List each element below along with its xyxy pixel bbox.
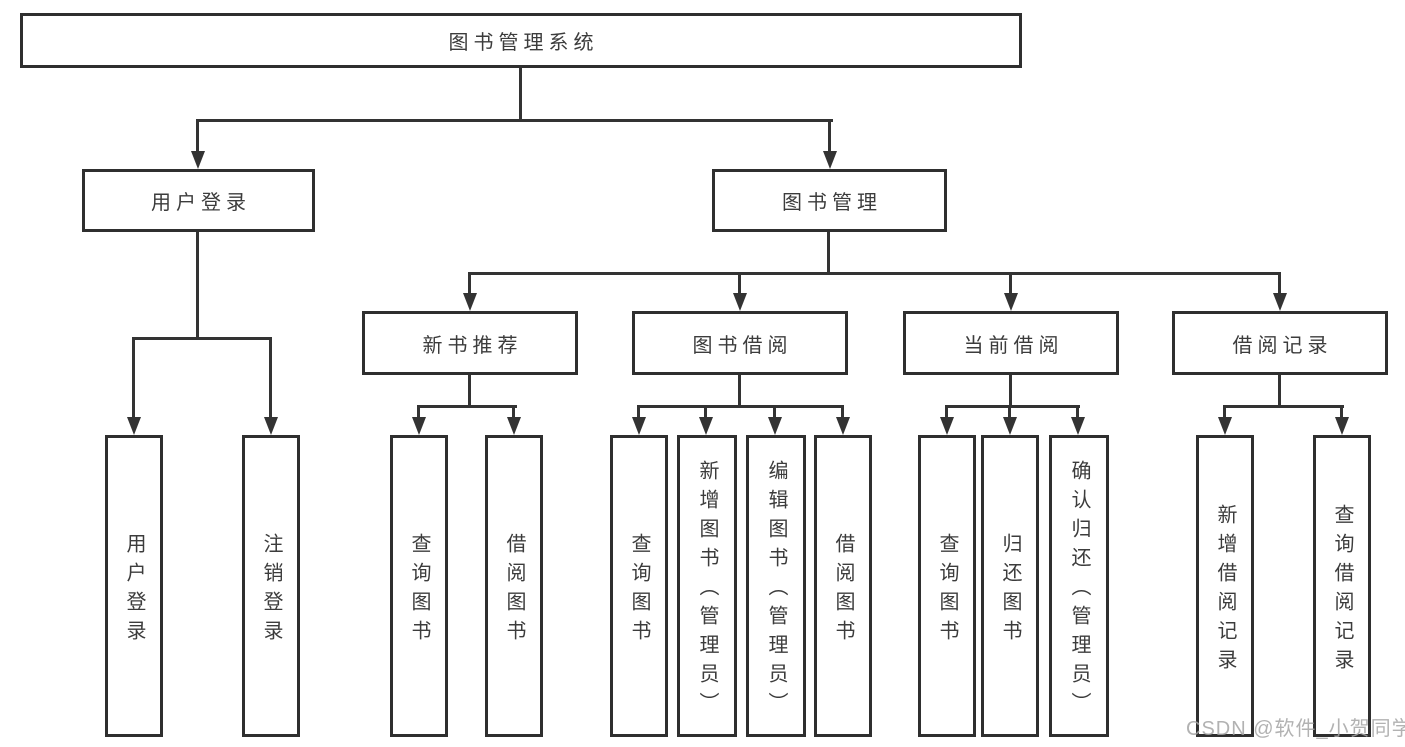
arrowhead-bb-borrow	[836, 417, 850, 435]
node-current-borrow-label: 当前借阅	[963, 334, 1064, 357]
arrowhead-new-book-recommend	[463, 293, 477, 311]
leaf-user-login-label: 用户登录	[123, 532, 145, 649]
connector-drop-br-add	[1223, 405, 1226, 418]
connector-new-book-recommend-rail	[417, 405, 517, 408]
node-root-system: 图书管理系统	[20, 13, 1022, 68]
connector-drop-nbr-query	[417, 405, 420, 418]
arrowhead-bb-query	[632, 417, 646, 435]
leaf-bb-query-books: 查询图书	[610, 435, 668, 737]
arrowhead-current-borrow	[1004, 293, 1018, 311]
connector-current-borrow-stem	[1009, 375, 1012, 405]
connector-drop-bb-edit	[773, 405, 776, 418]
connector-root-rail	[196, 119, 833, 122]
arrowhead-cb-confirm	[1071, 417, 1085, 435]
leaf-br-query-record: 查询借阅记录	[1313, 435, 1371, 737]
connector-level3-rail	[468, 272, 1281, 275]
leaf-bb-add-books-admin: 新增图书（管理员）	[677, 435, 737, 737]
leaf-br-add-record-label: 新增借阅记录	[1214, 503, 1236, 678]
leaf-user-login: 用户登录	[105, 435, 163, 737]
leaf-logout-label: 注销登录	[260, 532, 282, 649]
node-current-borrow: 当前借阅	[903, 311, 1119, 375]
node-user-login: 用户登录	[82, 169, 315, 232]
connector-drop-leaf-login	[132, 337, 135, 418]
leaf-cb-confirm-return-admin: 确认归还（管理员）	[1049, 435, 1109, 737]
connector-user-login-rail	[132, 337, 272, 340]
leaf-bb-edit-books-admin: 编辑图书（管理员）	[746, 435, 806, 737]
connector-user-login-stem	[196, 232, 199, 337]
connector-new-book-recommend-stem	[468, 375, 471, 405]
arrowhead-cb-return	[1003, 417, 1017, 435]
leaf-bb-edit-books-admin-label: 编辑图书（管理员）	[765, 460, 787, 721]
leaf-cb-return-books-label: 归还图书	[999, 532, 1021, 649]
leaf-cb-query-books-label: 查询图书	[936, 532, 958, 649]
leaf-bb-add-books-admin-label: 新增图书（管理员）	[696, 460, 718, 721]
connector-drop-borrow-records	[1278, 272, 1281, 295]
leaf-cb-query-books: 查询图书	[918, 435, 976, 737]
node-book-management: 图书管理	[712, 169, 947, 232]
connector-borrow-records-stem	[1278, 375, 1281, 405]
leaf-bb-borrow-books: 借阅图书	[814, 435, 872, 737]
leaf-logout: 注销登录	[242, 435, 300, 737]
connector-drop-bb-add	[704, 405, 707, 418]
arrowhead-br-query	[1335, 417, 1349, 435]
leaf-bb-query-books-label: 查询图书	[628, 532, 650, 649]
connector-drop-user-login	[196, 119, 199, 152]
arrowhead-nbr-query	[412, 417, 426, 435]
leaf-bb-borrow-books-label: 借阅图书	[832, 532, 854, 649]
connector-drop-cb-query	[945, 405, 948, 418]
connector-current-borrow-rail	[945, 405, 1080, 408]
connector-drop-bb-query	[637, 405, 640, 418]
arrowhead-br-add	[1218, 417, 1232, 435]
csdn-watermark: CSDN @软件_小贺同学	[1186, 718, 1405, 740]
leaf-cb-confirm-return-admin-label: 确认归还（管理员）	[1068, 460, 1090, 721]
node-user-login-label: 用户登录	[151, 192, 251, 214]
leaf-nbr-borrow-books: 借阅图书	[485, 435, 543, 737]
node-new-book-recommend: 新书推荐	[362, 311, 578, 375]
arrowhead-cb-query	[940, 417, 954, 435]
connector-book-management-stem	[827, 232, 830, 272]
node-borrow-records: 借阅记录	[1172, 311, 1388, 375]
arrowhead-borrow-records	[1273, 293, 1287, 311]
arrowhead-book-management	[823, 151, 837, 169]
leaf-nbr-query-books: 查询图书	[390, 435, 448, 737]
node-book-management-label: 图书管理	[782, 192, 882, 214]
connector-drop-current-borrow	[1009, 272, 1012, 295]
leaf-nbr-borrow-books-label: 借阅图书	[503, 532, 525, 649]
node-borrow-records-label: 借阅记录	[1232, 334, 1333, 357]
connector-book-borrow-stem	[738, 375, 741, 405]
connector-drop-br-query	[1340, 405, 1343, 418]
arrowhead-bb-add	[699, 417, 713, 435]
connector-drop-cb-return	[1008, 405, 1011, 418]
connector-drop-book-borrow	[738, 272, 741, 295]
arrowhead-leaf-logout	[264, 417, 278, 435]
connector-book-borrow-rail	[637, 405, 844, 408]
arrowhead-user-login	[191, 151, 205, 169]
arrowhead-nbr-borrow	[507, 417, 521, 435]
leaf-br-query-record-label: 查询借阅记录	[1331, 503, 1353, 678]
node-root-label: 图书管理系统	[448, 32, 599, 54]
connector-drop-nbr-borrow	[512, 405, 515, 418]
leaf-cb-return-books: 归还图书	[981, 435, 1039, 737]
arrowhead-book-borrow	[733, 293, 747, 311]
connector-drop-leaf-logout	[269, 337, 272, 418]
connector-drop-bb-borrow	[841, 405, 844, 418]
leaf-br-add-record: 新增借阅记录	[1196, 435, 1254, 737]
arrowhead-leaf-login	[127, 417, 141, 435]
connector-drop-cb-confirm	[1076, 405, 1079, 418]
node-new-book-recommend-label: 新书推荐	[422, 334, 523, 357]
leaf-nbr-query-books-label: 查询图书	[408, 532, 430, 649]
connector-root-stem	[519, 68, 522, 119]
connector-borrow-records-rail	[1223, 405, 1344, 408]
node-book-borrow: 图书借阅	[632, 311, 848, 375]
connector-drop-book-management	[828, 119, 831, 152]
node-book-borrow-label: 图书借阅	[692, 334, 793, 357]
connector-drop-new-book-recommend	[468, 272, 471, 295]
arrowhead-bb-edit	[768, 417, 782, 435]
